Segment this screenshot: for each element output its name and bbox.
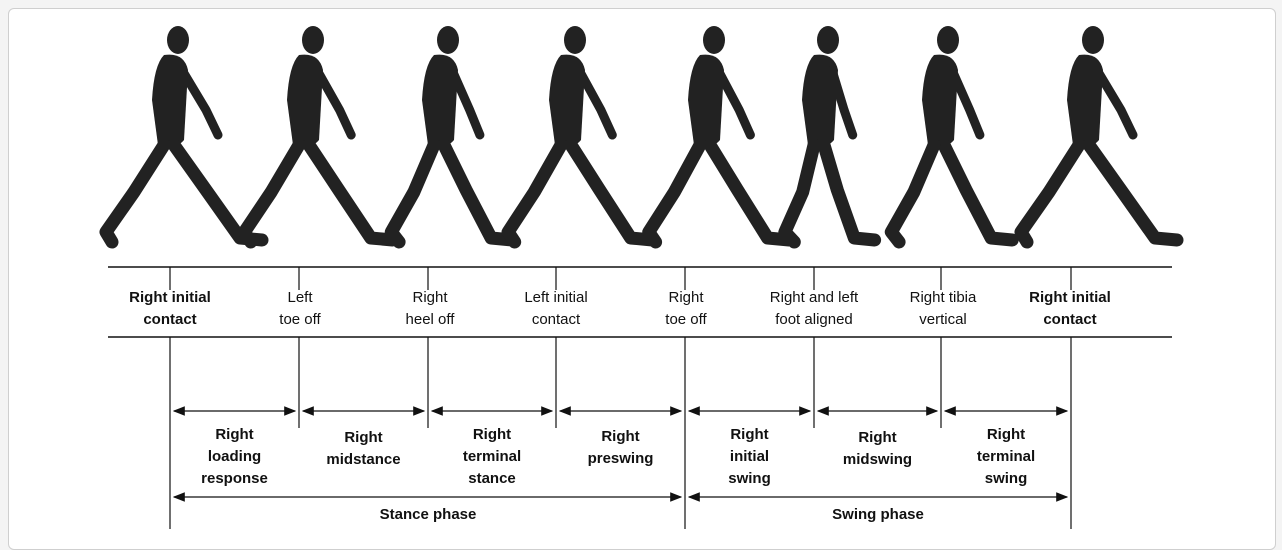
figure-leg [391, 145, 434, 242]
event-label: Right and left foot aligned [744, 287, 884, 331]
walking-figure [244, 26, 392, 242]
figure-leg [824, 145, 875, 240]
subphase-label: Right midstance [326, 427, 400, 471]
figure-leg [106, 145, 164, 242]
figure-leg [649, 145, 700, 242]
figure-head [817, 26, 839, 54]
figure-head [437, 26, 459, 54]
event-label: Left initial contact [486, 287, 626, 331]
figure-head [564, 26, 586, 54]
figure-leg [571, 145, 652, 240]
subphase-label: Right midswing [843, 427, 912, 471]
figure-head [167, 26, 189, 54]
figure-leg [944, 145, 1012, 240]
figure-leg [508, 145, 561, 242]
event-label: Right heel off [360, 287, 500, 331]
figure-arm [452, 70, 480, 135]
walking-figure [391, 26, 512, 242]
event-label: Right initial contact [100, 287, 240, 331]
event-label: Right tibia vertical [873, 287, 1013, 331]
figure-leg [309, 145, 393, 240]
figure-leg [444, 145, 512, 240]
figure-arm [718, 70, 750, 135]
figure-arm [1097, 70, 1133, 135]
figure-head [1082, 26, 1104, 54]
figure-leg [710, 145, 789, 240]
walking-figure [508, 26, 652, 242]
walking-silhouettes [106, 26, 1177, 242]
event-label: Right initial contact [1000, 287, 1140, 331]
figure-arm [317, 70, 351, 135]
walking-figure [785, 26, 875, 242]
figure-head [937, 26, 959, 54]
subphase-label: Right preswing [588, 426, 654, 470]
walking-figure [1021, 26, 1177, 242]
figure-leg [1021, 145, 1079, 242]
swing-phase-label: Swing phase [832, 506, 924, 523]
figure-leg [785, 145, 814, 242]
figure-head [703, 26, 725, 54]
event-label: Left toe off [230, 287, 370, 331]
walking-figure [649, 26, 789, 242]
figure-arm [182, 70, 218, 135]
walking-figure [106, 26, 262, 242]
figure-leg [891, 145, 934, 242]
stance-phase-label: Stance phase [380, 506, 477, 523]
subphase-label: Right terminal swing [977, 424, 1035, 490]
figure-leg [1089, 145, 1177, 240]
figure-arm [579, 70, 612, 135]
subphase-label: Right initial swing [728, 424, 771, 490]
walking-figure [891, 26, 1012, 242]
subphase-label: Right loading response [201, 424, 268, 490]
figure-head [302, 26, 324, 54]
figure-arm [952, 70, 980, 135]
figure-leg [244, 145, 299, 242]
event-label: Right toe off [616, 287, 756, 331]
subphase-label: Right terminal stance [463, 424, 521, 490]
